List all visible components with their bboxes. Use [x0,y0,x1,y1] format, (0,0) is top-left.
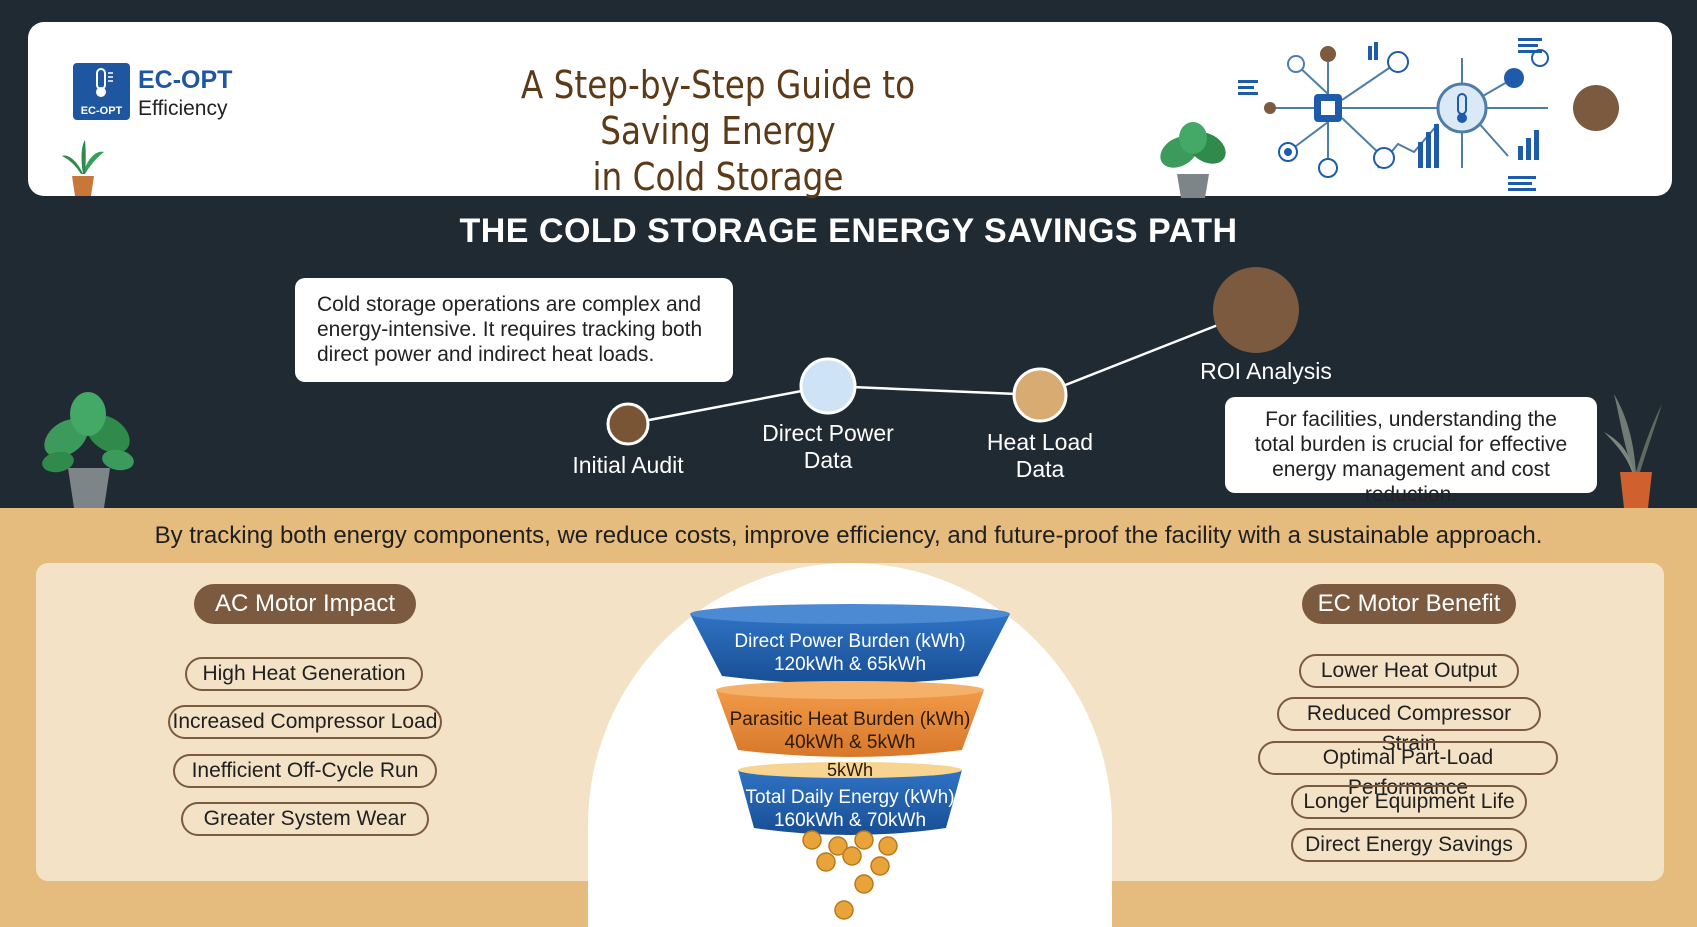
thermometer-icon [96,68,113,97]
step-dot-roi-analysis [1213,267,1299,353]
summary-callout: For facilities, understanding the total … [1225,397,1597,506]
step-label-initial-audit: Initial Audit [572,452,684,478]
ac-item-compressor-load: Increased Compressor Load [168,705,442,739]
funnel-between-label: 5kWh [826,760,873,780]
funnel-layer-direct-power [690,614,1010,684]
ac-item-system-wear: Greater System Wear [181,802,429,836]
ac-item-high-heat: High Heat Generation [185,657,423,691]
ec-item-compressor-strain: Reduced Compressor Strain [1277,697,1541,755]
step-label-direct-power: Direct Power Data [762,420,894,473]
logo-badge: EC-OPT [73,63,130,120]
output-node [1573,85,1619,131]
funnel-layer-total-daily [738,770,962,835]
monstera-plant-icon [1153,120,1233,205]
step-dot-initial-audit [606,402,650,446]
ac-item-off-cycle: Inefficient Off-Cycle Run [173,754,437,788]
savings-path-line [606,267,1299,446]
page-title-line2: in Cold Storage [592,155,844,199]
ec-item-energy-savings: Direct Energy Savings [1291,828,1527,862]
funnel-label-direct-power: Direct Power Burden (kWh) 120kWh & 65kWh [734,631,966,675]
tagline: By tracking both energy components, we r… [154,522,1543,549]
page-title-line1: A Step-by-Step Guide to Saving Energy [520,63,916,153]
logo-name: EC-OPT [138,66,233,94]
node-dot [1264,102,1276,114]
step-label-heat-load: Heat Load Data [986,429,1094,482]
potted-plant-icon [58,138,108,203]
funnel-label-total-daily: Total Daily Energy (kWh) 160kWh & 70kWh [745,787,955,831]
funnel-layer-parasitic-heat [716,690,984,757]
ec-item-part-load: Optimal Part-Load Performance [1258,741,1558,799]
logo-badge-text: EC-OPT [80,105,123,117]
funnel-label-parasitic-heat: Parasitic Heat Burden (kWh) 40kWh & 5kWh [729,709,971,753]
step-dot-direct-power [799,357,857,415]
section-title: THE COLD STORAGE ENERGY SAVINGS PATH [459,212,1238,250]
step-dot-heat-load [1012,367,1068,423]
step-label-roi-analysis: ROI Analysis [1200,358,1332,384]
page-title: A Step-by-Step Guide to Saving Energy in… [469,62,968,200]
ac-motor-heading: AC Motor Impact [194,584,416,624]
monstera-plant-icon [38,388,138,513]
thermometer-hub-icon [1436,82,1488,134]
coin-icon [802,830,898,920]
intro-callout: Cold storage operations are complex and … [295,278,733,382]
ec-motor-heading: EC Motor Benefit [1302,584,1516,624]
iot-network-illustration [1238,38,1619,191]
logo-subtitle: Efficiency [138,97,228,120]
header-card: EC-OPT EC-OPT Efficiency A Step-by-Step … [28,22,1672,199]
snake-plant-icon [1600,388,1670,513]
ec-item-lower-heat: Lower Heat Output [1299,654,1519,688]
ec-item-equipment-life: Longer Equipment Life [1291,785,1527,819]
